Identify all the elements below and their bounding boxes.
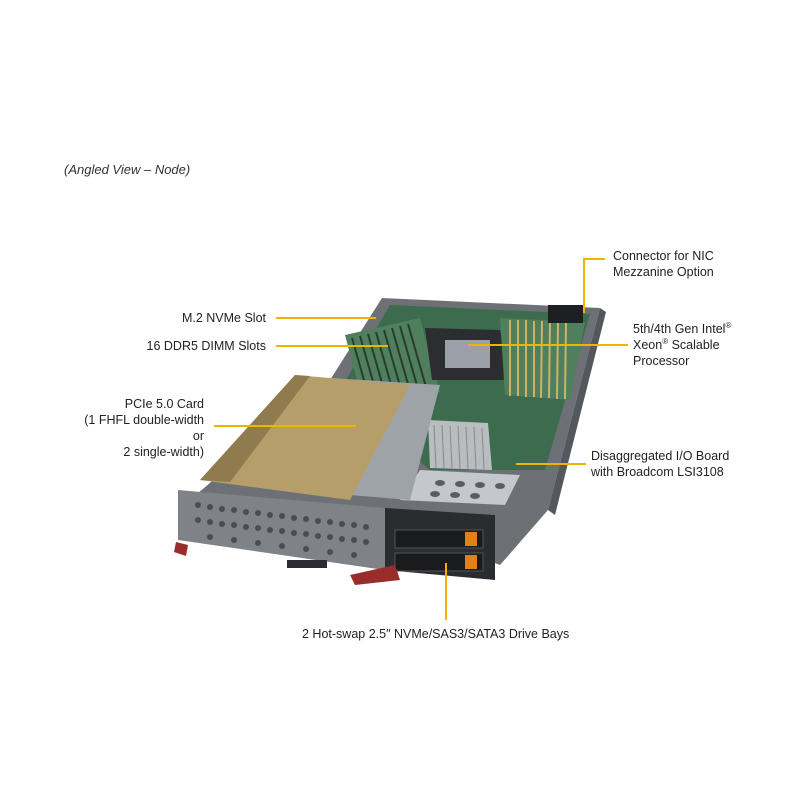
leader-nic-horizontal bbox=[583, 258, 605, 260]
pull-tab bbox=[287, 560, 327, 568]
eject-handle-front bbox=[350, 565, 400, 585]
nic-connector bbox=[548, 305, 583, 323]
drive-bay-2 bbox=[394, 552, 484, 572]
dimm-bank-right bbox=[500, 318, 585, 400]
leader-drives bbox=[445, 563, 447, 620]
label-processor: 5th/4th Gen Intel® Xeon® Scalable Proces… bbox=[633, 320, 732, 368]
label-nic-line2: Mezzanine Option bbox=[613, 265, 714, 279]
label-pcie-card: PCIe 5.0 Card (1 FHFL double-width or 2 … bbox=[84, 397, 204, 459]
leader-dimm bbox=[276, 345, 388, 347]
pcie-card bbox=[200, 375, 410, 500]
leader-m2 bbox=[276, 317, 376, 319]
label-m2-slot: M.2 NVMe Slot bbox=[181, 311, 266, 325]
drive-cage bbox=[400, 470, 520, 505]
view-caption: (Angled View – Node) bbox=[64, 162, 191, 177]
label-nic-connector: Connector for NIC Mezzanine Option bbox=[613, 248, 714, 280]
eject-handle-left bbox=[174, 542, 188, 556]
leader-nic-vertical bbox=[583, 258, 585, 313]
label-io-board: Disaggregated I/O Board with Broadcom LS… bbox=[591, 449, 730, 479]
drive-latch-2 bbox=[465, 555, 477, 569]
label-drive-bays: 2 Hot-swap 2.5″ NVMe/SAS3/SATA3 Drive Ba… bbox=[302, 627, 570, 641]
leader-pcie bbox=[214, 425, 356, 427]
leader-cpu bbox=[468, 344, 628, 346]
leader-io bbox=[516, 463, 586, 465]
drive-bay-1 bbox=[394, 529, 484, 549]
label-dimm-slots: 16 DDR5 DIMM Slots bbox=[146, 339, 266, 353]
label-nic-line1: Connector for NIC bbox=[613, 249, 714, 263]
drive-latch-1 bbox=[465, 532, 477, 546]
